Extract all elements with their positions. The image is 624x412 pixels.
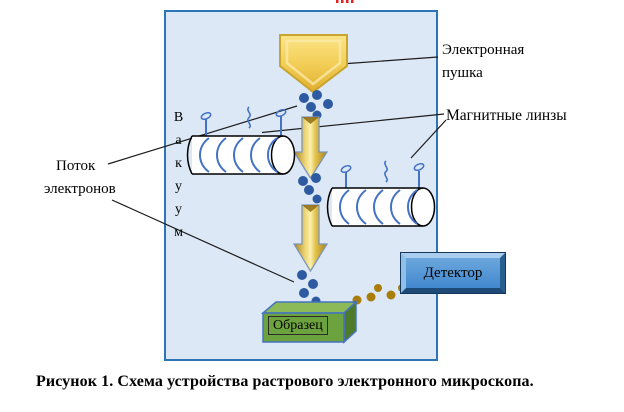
detector-box: Детектор [400, 252, 506, 294]
vacuum-chamber-box [164, 10, 438, 361]
label-vacuum: Вакуум [171, 110, 186, 248]
red-dotted-mark [336, 0, 354, 3]
label-magnetic-lenses: Магнитные линзы [446, 107, 567, 124]
label-electron-gun: Электронная пушка [442, 42, 525, 81]
detector-label: Детектор [423, 264, 483, 281]
sample-label: Образец [268, 316, 328, 335]
figure-caption: Рисунок 1. Схема устройства растрового э… [36, 373, 534, 390]
label-electron-beam: Поток электронов [44, 158, 116, 197]
